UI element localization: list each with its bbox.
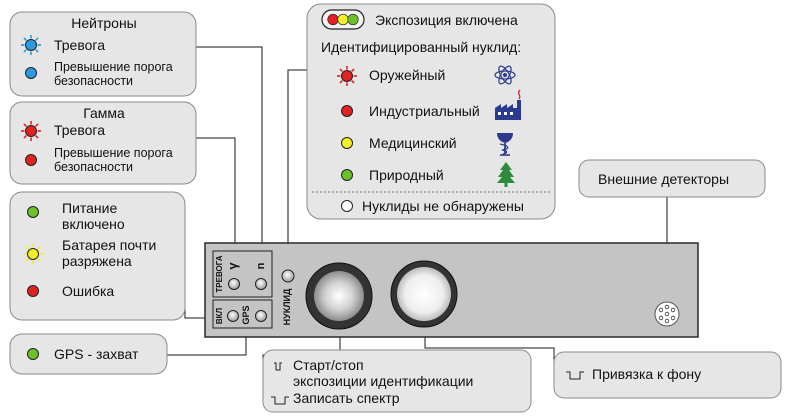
no-nuclides-label: Нуклиды не обнаружены xyxy=(362,198,524,214)
neutrons-threshold-label-2: безопасности xyxy=(54,74,133,88)
gamma-legend-box: Гамма Тревога Превышение порога безопасн… xyxy=(9,101,197,185)
power-on-led-icon xyxy=(27,206,39,218)
factory-icon xyxy=(495,89,521,120)
external-detector-connector-icon[interactable] xyxy=(654,301,680,327)
natural-nuclide-label: Природный xyxy=(369,167,444,183)
neutrons-threshold-label-1: Превышение порога xyxy=(54,60,173,74)
nuclide-led xyxy=(281,269,295,283)
gamma-threshold-label-1: Превышение порога xyxy=(54,146,173,160)
start-stop-label-1: Старт/стоп xyxy=(293,357,364,373)
start-stop-label-2: экспозиции идентификации xyxy=(293,373,473,389)
caduceus-icon xyxy=(497,133,513,156)
gamma-alarm-led-icon xyxy=(21,121,41,141)
short-press-icon xyxy=(274,362,282,371)
record-spectrum-label: Записать спектр xyxy=(293,390,400,406)
external-detectors-label: Внешние детекторы xyxy=(598,171,729,187)
gamma-threshold-label-2: безопасности xyxy=(54,160,133,174)
gps-capture-label: GPS - захват xyxy=(54,346,139,362)
battery-low-label-1: Батарея почти xyxy=(62,237,156,253)
power-led xyxy=(227,310,239,322)
weapon-nuclide-label: Оружейный xyxy=(369,67,445,83)
exposure-traffic-light-icon xyxy=(321,9,365,30)
alarm-indicator-group: ТРЕВОГА γ n xyxy=(212,250,273,298)
start-stop-callout-box: Старт/стоп экспозиции идентификации Запи… xyxy=(262,349,532,413)
neutrons-title: Нейтроны xyxy=(71,15,137,31)
neutron-threshold-led-icon xyxy=(25,67,37,79)
atom-icon xyxy=(494,65,516,85)
external-detectors-box: Внешние детекторы xyxy=(578,159,766,198)
long-press-icon xyxy=(271,396,289,405)
power-on-label-1: Питание xyxy=(62,200,117,216)
power-on-label-2: включено xyxy=(62,216,125,232)
gamma-title: Гамма xyxy=(83,105,125,121)
power-legend-box: Питание включено Батарея почти разряжена… xyxy=(9,191,186,321)
long-press-icon xyxy=(566,371,584,380)
identified-nuclide-heading: Идентифицированный нуклид: xyxy=(321,39,521,55)
gamma-threshold-led-icon xyxy=(25,154,37,166)
medical-led-icon xyxy=(341,137,353,149)
gamma-alarm-label: Тревога xyxy=(54,122,105,138)
industrial-nuclide-label: Индустриальный xyxy=(369,103,480,119)
background-binding-label: Привязка к фону xyxy=(592,366,701,382)
gps-led xyxy=(255,310,267,322)
tree-icon xyxy=(497,162,515,187)
start-stop-button[interactable] xyxy=(305,262,373,330)
no-nuclides-led-icon xyxy=(341,200,353,212)
neutrons-alarm-label: Тревога xyxy=(54,37,105,53)
background-button[interactable] xyxy=(390,260,458,328)
background-callout-box: Привязка к фону xyxy=(553,351,782,399)
neutrons-legend-box: Нейтроны Тревога Превышение порога безоп… xyxy=(9,11,197,97)
power-gps-indicator-group: ВКЛ GPS xyxy=(212,299,273,329)
neutron-symbol: n xyxy=(255,262,267,269)
alarm-panel-label: ТРЕВОГА xyxy=(215,255,224,292)
exposure-on-label: Экспозиция включена xyxy=(375,12,518,28)
battery-low-led-icon xyxy=(23,244,43,264)
neutron-alarm-led-icon xyxy=(21,35,41,55)
natural-led-icon xyxy=(341,169,353,181)
industrial-led-icon xyxy=(341,105,353,117)
weapon-led-icon xyxy=(337,66,357,86)
device-front-panel: ТРЕВОГА γ n ВКЛ GPS НУКЛИД xyxy=(204,242,699,338)
battery-low-label-2: разряжена xyxy=(62,253,132,269)
nuclide-legend-box: Экспозиция включена Идентифицированный н… xyxy=(306,3,556,220)
nuclide-panel-label: НУКЛИД xyxy=(282,288,292,325)
gamma-symbol: γ xyxy=(225,262,240,270)
error-label: Ошибка xyxy=(62,283,114,299)
error-led-icon xyxy=(27,285,39,297)
gamma-alarm-led xyxy=(228,278,240,290)
neutron-alarm-led xyxy=(255,278,267,290)
gps-legend-box: GPS - захват xyxy=(9,333,168,375)
gps-panel-label: GPS xyxy=(241,305,251,324)
gps-led-icon xyxy=(27,348,39,360)
power-panel-label: ВКЛ xyxy=(215,307,224,324)
medical-nuclide-label: Медицинский xyxy=(369,135,457,151)
